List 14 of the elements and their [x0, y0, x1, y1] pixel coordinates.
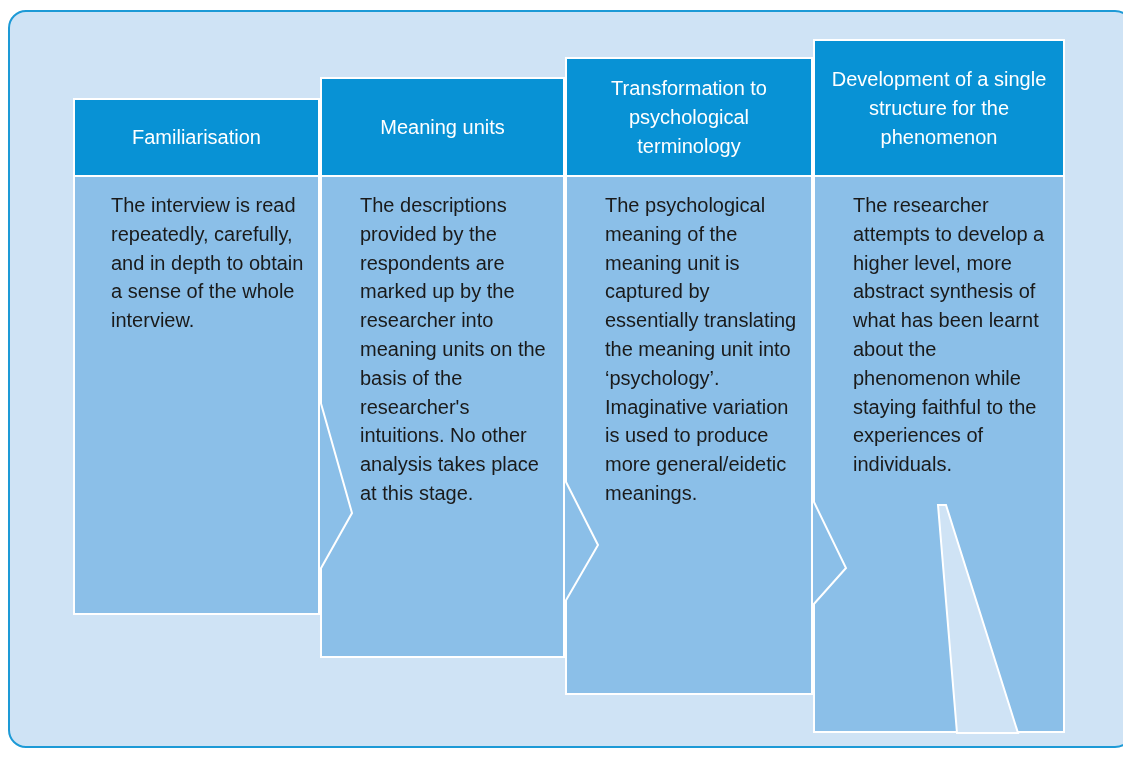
step-description: The interview is read repeatedly, carefully, and in depth to obtain a sense of the whole interview.	[111, 193, 305, 334]
step-description: The psychological meaning of the meaning unit is captured by essentially translating the meaning unit into ‘psychology’. Imaginative variation is used to produce more general/eidetic meanings.	[605, 193, 798, 506]
step-title: Familiarisation	[132, 125, 261, 150]
step-header	[320, 77, 565, 175]
step-body	[813, 175, 1065, 733]
step-body	[565, 175, 813, 695]
step-title: Transformation to psychological terminology	[610, 75, 768, 159]
step-header	[813, 39, 1065, 175]
step-description: The researcher attempts to develop a higher level, more abstract synthesis of what has been learnt about the phenomenon while staying faithful to the experiences of individuals.	[853, 193, 1046, 478]
step-title: Meaning units	[380, 114, 505, 140]
step-title: Development of a single structure for the phenomenon	[830, 66, 1048, 150]
step-header	[73, 98, 320, 175]
step-header	[565, 57, 813, 175]
step-description: The descriptions provided by the respondents are marked up by the researcher into meaning units on the basis of the researcher's intuitions. No other analysis takes place at this stage.	[360, 193, 547, 506]
